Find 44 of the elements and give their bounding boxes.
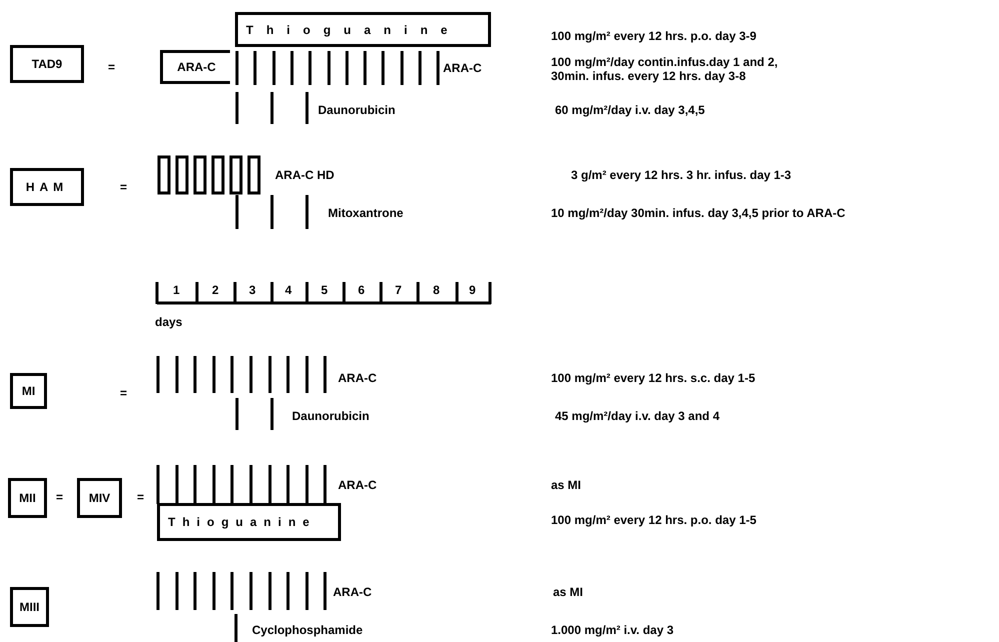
day-number: 9 (469, 283, 476, 297)
day-number: 8 (433, 283, 440, 297)
day-number: 2 (212, 283, 219, 297)
regimen-box: MI (10, 373, 47, 409)
regimen-box: HAM (10, 168, 84, 206)
dosage-note: 100 mg/m² every 12 hrs. s.c. day 1-5 (551, 371, 756, 385)
regimen-box: MIII (10, 587, 49, 627)
drug-label: ARA-C (338, 371, 377, 385)
equals-sign: = (108, 60, 116, 74)
day-number: 6 (358, 283, 365, 297)
drug-label: ARA-C HD (275, 168, 334, 182)
day-number: 3 (249, 283, 256, 297)
dosage-note: 100 mg/m²/day contin.infus.day 1 and 2, 30min. infus. every 12 hrs. day 3-8 (551, 55, 779, 83)
equals-sign: = (120, 180, 128, 194)
dosage-note: 100 mg/m² every 12 hrs. p.o. day 3-9 (551, 29, 756, 43)
dosage-note: 3 g/m² every 12 hrs. 3 hr. infus. day 1-3 (571, 168, 792, 182)
regimen-box: MIV (77, 478, 122, 518)
drug-label: Daunorubicin (292, 409, 370, 423)
drug-label: ARA-C (333, 585, 372, 599)
drug-box: Thioguanine (157, 503, 341, 541)
drug-box: Thioguanine (235, 12, 491, 47)
day-number: 1 (173, 283, 180, 297)
drug-label: Mitoxantrone (328, 206, 404, 220)
drug-label: Daunorubicin (318, 103, 396, 117)
dosage-note: 45 mg/m²/day i.v. day 3 and 4 (555, 409, 720, 423)
dosage-note: 10 mg/m²/day 30min. infus. day 3,4,5 prior to ARA-C (551, 206, 846, 220)
dosage-note: as MI (553, 585, 584, 599)
day-number: 7 (395, 283, 402, 297)
day-number: 4 (285, 283, 292, 297)
drug-label: ARA-C (338, 478, 377, 492)
dosage-note: 1.000 mg/m² i.v. day 3 (551, 623, 674, 637)
drug-label: ARA-C (443, 61, 482, 75)
equals-sign: = (137, 490, 144, 504)
dosage-note: 100 mg/m² every 12 hrs. p.o. day 1-5 (551, 513, 756, 527)
day-number: 5 (321, 283, 328, 297)
regimen-box: MII (8, 478, 47, 518)
equals-sign: = (56, 490, 64, 504)
drug-label: Cyclophosphamide (252, 623, 363, 637)
dosage-note: as MI (551, 478, 582, 492)
drug-box: ARA-C (160, 50, 230, 84)
equals-sign: = (120, 386, 128, 400)
regimen-box: TAD9 (10, 45, 84, 83)
dosage-note: 60 mg/m²/day i.v. day 3,4,5 (555, 103, 705, 117)
axis-label: days (155, 315, 182, 329)
